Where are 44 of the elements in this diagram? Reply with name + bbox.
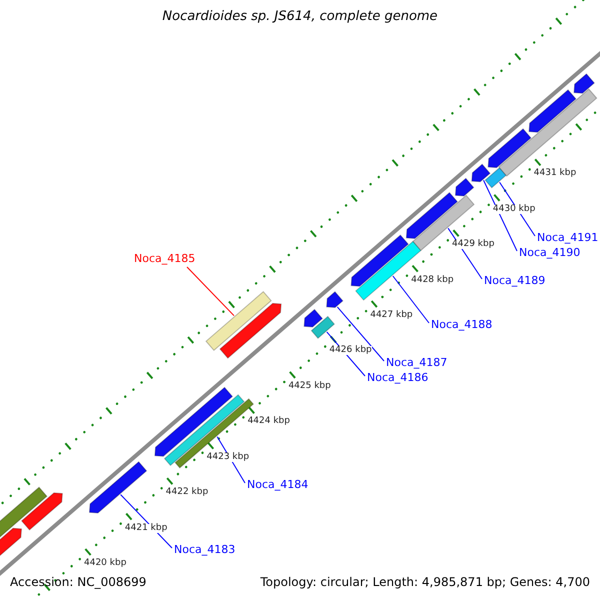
scale-label: 4430 kbp <box>492 204 536 214</box>
gene-block <box>406 192 458 239</box>
scale-label: 4421 kbp <box>124 524 168 533</box>
scale-label: 4428 kbp <box>411 276 454 285</box>
leader-line <box>186 266 235 316</box>
scale-label: 4427 kbp <box>370 311 413 320</box>
gene-block <box>488 128 532 168</box>
gene-block <box>219 302 282 359</box>
gene-block <box>326 291 344 308</box>
accession-note: Accession: NC_008699 <box>10 576 146 588</box>
gene-label: Noca_4186 <box>367 372 428 383</box>
gene-label: Noca_4184 <box>247 479 308 490</box>
scale-label: 4423 kbp <box>206 452 250 462</box>
gene-bar <box>498 88 598 177</box>
gene-block <box>574 73 596 94</box>
gene-label: Noca_4189 <box>484 275 546 286</box>
scale-label: 4420 kbp <box>84 559 126 568</box>
scale-label: 4425 kbp <box>288 382 331 391</box>
gene-label: Noca_4185 <box>134 253 196 264</box>
leader-line <box>336 306 384 362</box>
gene-label: Noca_4190 <box>519 247 580 258</box>
scale-label: 4426 kbp <box>329 346 372 356</box>
gene-block <box>88 461 148 514</box>
gene-block <box>454 178 474 196</box>
gene-bar <box>310 316 336 339</box>
gene-label: Noca_4188 <box>431 319 492 330</box>
gene-block <box>528 89 577 133</box>
gene-label: Noca_4191 <box>537 232 598 243</box>
gene-block <box>20 492 63 531</box>
scale-label: 4429 kbp <box>452 240 494 250</box>
leader-line <box>483 180 518 252</box>
gene-block <box>304 308 324 328</box>
scale-label: 4431 kbp <box>534 169 576 178</box>
gene-block <box>350 234 409 287</box>
gene-bar <box>205 290 272 352</box>
leader-line <box>392 276 430 324</box>
scale-label: 4422 kbp <box>166 488 208 498</box>
genome-summary: Topology: circular; Length: 4,985,871 bp; Genes: 4,700 <box>260 576 590 588</box>
gene-label: Noca_4183 <box>174 544 236 555</box>
diagram-title: Nocardioides sp. JS614, complete genome <box>161 10 439 23</box>
gene-bar <box>412 194 475 252</box>
gene-block <box>471 164 491 182</box>
scale-label: 4424 kbp <box>248 417 290 426</box>
gene-label: Noca_4187 <box>386 357 448 368</box>
